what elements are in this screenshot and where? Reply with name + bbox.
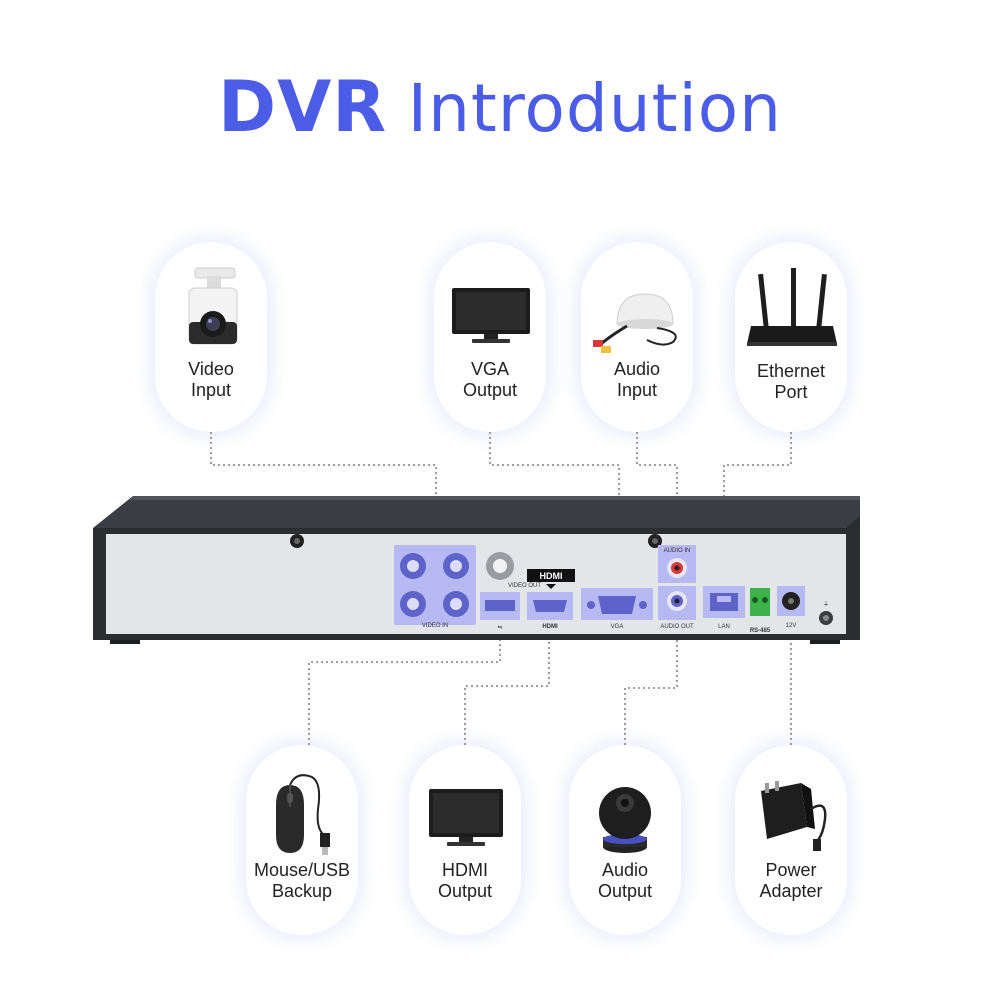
power-adapter-icon [761, 781, 827, 851]
audio-out-label: AUDIO OUT [660, 624, 694, 630]
hdmi-port [533, 600, 567, 612]
usb-symbol-icon: ⇋ [497, 624, 502, 631]
microphone-icon [593, 293, 677, 353]
card-label-line1: Audio [601, 860, 649, 880]
card-audio-output[interactable]: Audio Output [569, 745, 681, 935]
card-label-line2: Backup [271, 881, 333, 901]
card-label-line1: Audio [613, 359, 661, 379]
card-vga-output[interactable]: VGA Output [434, 242, 546, 432]
wire-hdmi [464, 618, 550, 745]
vga-label: VGA [611, 624, 624, 630]
card-label-line1: HDMI [442, 860, 488, 880]
card-video-input[interactable]: Video Input [155, 242, 267, 432]
rs485-terminal [750, 588, 770, 616]
card-label-line2: Port [774, 382, 808, 402]
card-label-line1: Video [188, 359, 234, 379]
audio-in-label: AUDIO IN [664, 548, 691, 554]
hdmi-label: HDMI [542, 624, 558, 630]
card-label-line2: Output [597, 881, 653, 901]
bullet-camera-icon [188, 267, 238, 345]
ground-symbol-icon: ⏚ [823, 601, 829, 608]
speaker-icon [599, 787, 651, 853]
monitor-icon [429, 789, 503, 846]
mouse-icon [276, 774, 330, 855]
lan-label: LAN [718, 624, 730, 630]
card-label-line1: Ethernet [756, 361, 826, 381]
card-hdmi-output[interactable]: HDMI Output [409, 745, 521, 935]
wire-audio-output [624, 612, 678, 745]
monitor-icon [452, 288, 530, 343]
rs485-label: RS-485 [750, 628, 771, 634]
card-label-line2: Output [437, 881, 493, 901]
card-label-line2: Input [616, 380, 658, 400]
card-audio-input[interactable]: Audio Input [581, 242, 693, 432]
power-label: 12V [786, 623, 797, 629]
title-bold: DVR [217, 66, 388, 148]
vga-port [598, 596, 636, 614]
card-label-line2: Input [190, 380, 232, 400]
usb-port [485, 600, 515, 611]
router-icon [747, 268, 837, 346]
hdmi-badge [527, 569, 575, 582]
hdmi-badge-text: HDMI [540, 571, 563, 581]
card-label-line1: VGA [470, 359, 509, 379]
card-mouse-usb[interactable]: Mouse/USB Backup [246, 745, 358, 935]
video-out-label: VIDEO OUT [508, 583, 541, 589]
card-label-line2: Adapter [759, 881, 823, 901]
title-light: Introdution [407, 70, 783, 147]
page-title: DVR Introdution [0, 72, 1000, 142]
card-power-adapter[interactable]: Power Adapter [735, 745, 847, 935]
card-ethernet-port[interactable]: Ethernet Port [735, 242, 847, 432]
card-label-line1: Power [765, 860, 817, 880]
dvr-top [93, 496, 860, 528]
card-label-line1: Mouse/USB [253, 860, 351, 880]
card-label-line2: Output [462, 380, 518, 400]
video-in-label: VIDEO IN [422, 623, 448, 629]
